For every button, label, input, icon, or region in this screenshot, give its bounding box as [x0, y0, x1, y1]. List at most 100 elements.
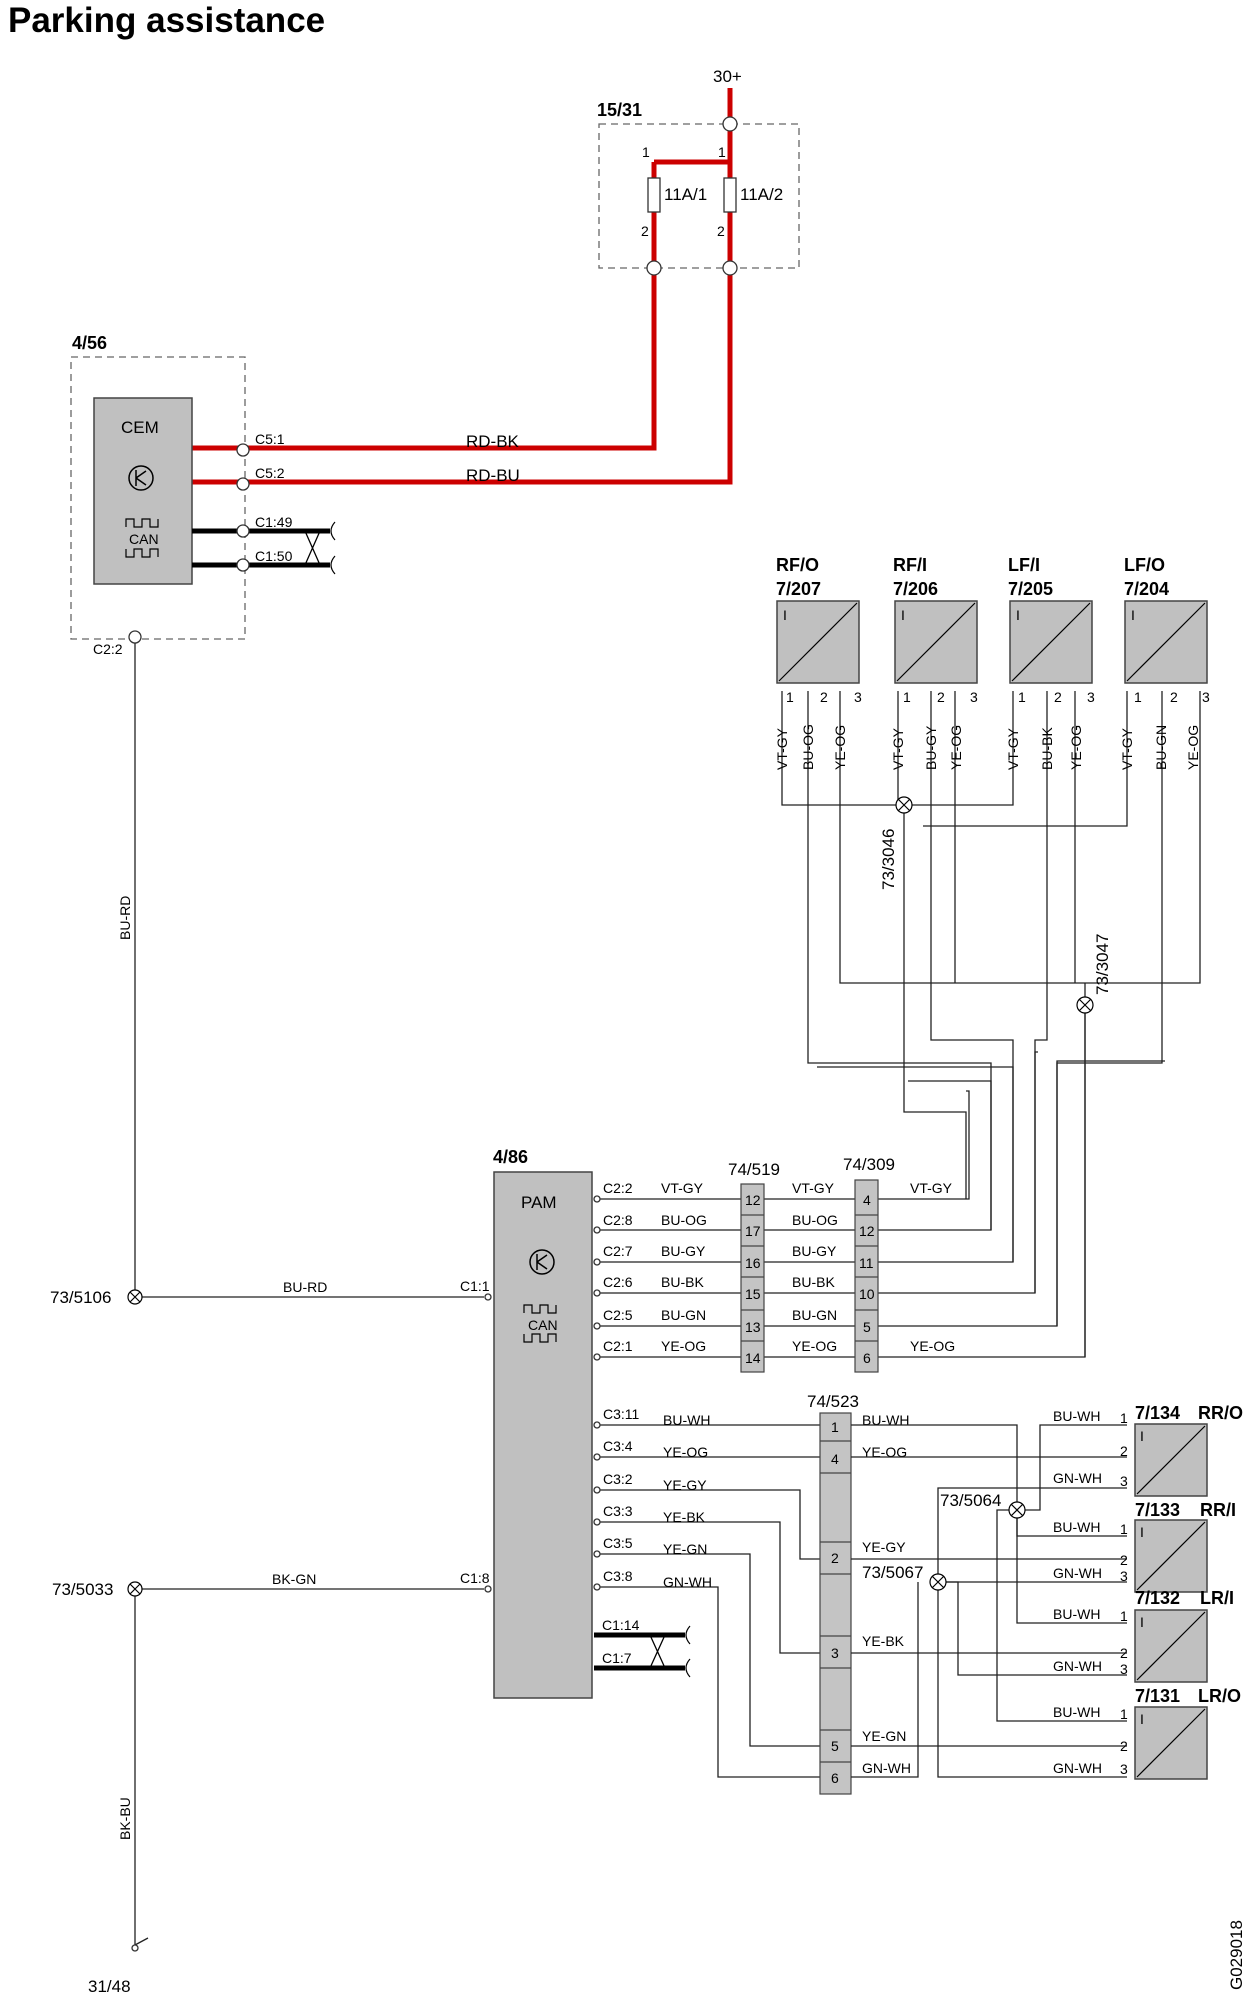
conn309-pin: 5	[863, 1319, 871, 1335]
splice-5106-cross	[129, 1291, 141, 1303]
conn309-out-label: VT-GY	[910, 1180, 953, 1196]
c3-wire-label: YE-OG	[663, 1444, 708, 1460]
pam-twisted-pair-icon	[649, 1634, 666, 1669]
cem-box	[93, 397, 193, 585]
pam-transistor-icon-glyph	[536, 1254, 548, 1270]
splice-3047: 73/3047	[1076, 934, 1112, 1014]
wire-bk-gn	[134, 1588, 484, 1947]
conn523-pin: 4	[831, 1451, 839, 1467]
pam-pin-c18-dot	[484, 1585, 492, 1593]
sensor-wire-label: BU-GY	[923, 725, 939, 770]
sensor-mark: I	[1131, 607, 1135, 623]
fuse-box: 30+ 15/31 11A/1 11A/2 1 1 2 2	[190, 67, 800, 485]
sensor-mark: I	[1016, 607, 1020, 623]
rear-buwh-133	[1016, 1510, 1127, 1537]
conn523-pin: 3	[831, 1645, 839, 1661]
cem-pin-c22-dot	[128, 630, 142, 644]
supply-line	[651, 88, 733, 180]
conn523-pin: 2	[831, 1550, 839, 1566]
c3-row-yegn	[598, 1553, 820, 1747]
connector-74-309: 74/309 4 12 11 10 5 6 VT-GY BU-OG BU-GY …	[792, 1155, 955, 1373]
wire-label-bk-gn: BK-GN	[272, 1571, 316, 1587]
sensor-7-206: RF/I 7/206 I 1 2 3 VT-GY BU-GY YE-OG	[890, 555, 978, 770]
splice-5064: 73/5064	[940, 1491, 1026, 1519]
conn523-wire-label: YE-BK	[862, 1633, 905, 1649]
sensor-wire-label: VT-GY	[890, 727, 906, 770]
fuse1-pin-bottom: 2	[641, 223, 649, 239]
page-title: Parking assistance	[8, 1, 325, 40]
c2-pin-label: C2:5	[603, 1307, 633, 1323]
splice-3046-label: 73/3046	[879, 829, 898, 890]
wire-label-rd-bk: RD-BK	[466, 432, 520, 451]
conn309-wire-label: BU-GN	[792, 1307, 837, 1323]
sensor-pin: 1	[1120, 1706, 1128, 1722]
conn309-body	[854, 1179, 879, 1373]
sensor-7-207: RF/O 7/207 I 1 2 3 VT-GY BU-OG YE-OG	[774, 555, 862, 770]
ground-terminal	[131, 1944, 139, 1952]
cem-id: 4/56	[72, 333, 107, 353]
conn309-pin: 12	[859, 1223, 875, 1239]
splice-3046-cross	[897, 798, 911, 812]
sensor-pin: 3	[1120, 1661, 1128, 1677]
splice-5033-label: 73/5033	[52, 1580, 113, 1599]
c2-wire-label: YE-OG	[661, 1338, 706, 1354]
front-net-vtgy-common	[903, 810, 967, 1199]
c2-wire-label: BU-GY	[661, 1243, 706, 1259]
c2-pin-label: C2:8	[603, 1212, 633, 1228]
conn519-pin: 14	[745, 1350, 761, 1366]
pam-pin-c114: C1:14	[602, 1617, 640, 1633]
cem-name: CEM	[121, 418, 159, 437]
fuse-box-id: 15/31	[597, 100, 642, 120]
rear-buwh-132	[1016, 1510, 1127, 1624]
sensor-pos: RR/O	[1198, 1403, 1243, 1423]
c2-pin-label: C2:6	[603, 1274, 633, 1290]
sensor-id: 7/204	[1124, 579, 1169, 599]
front-net-vtgy-4	[923, 691, 1128, 827]
c2-wire-label: BU-OG	[661, 1212, 707, 1228]
cem-pin-c22: C2:2	[93, 641, 123, 657]
fuse2-terminal	[722, 260, 738, 276]
pam-box	[493, 1171, 593, 1699]
fuse2-label: 11A/2	[740, 185, 783, 204]
conn519-pin: 15	[745, 1286, 761, 1302]
sensor-wire-label: BU-OG	[800, 724, 816, 770]
bus-continuation-icon	[330, 521, 336, 575]
c2-pins	[593, 1195, 601, 1361]
pam-pin-c11-dot	[484, 1293, 492, 1301]
sensor-wire-label: BU-WH	[1053, 1606, 1100, 1622]
cem-module: 4/56 CEM CAN C5:1 C5:2 C1:49 C1:50 RD-BK…	[70, 333, 520, 657]
c2-pin-label: C2:1	[603, 1338, 633, 1354]
fuse-box-outline	[598, 123, 800, 269]
sensor-diagonal	[896, 602, 976, 682]
sensor-wire-label: BU-WH	[1053, 1408, 1100, 1424]
cem-pin-c149-dot	[236, 524, 250, 538]
conn309-wire-label: YE-OG	[792, 1338, 837, 1354]
wire-label-bu-rd: BU-RD	[283, 1279, 327, 1295]
sensor-diagonal	[1136, 1611, 1206, 1681]
sensor-wire-label: YE-OG	[1068, 725, 1084, 770]
conn523-dividers	[820, 1440, 851, 1763]
wire-rd-bu	[190, 212, 733, 485]
conn523-wire-label: YE-OG	[862, 1444, 907, 1460]
sensor-diagonal	[1136, 1521, 1206, 1591]
sensor-mark: I	[1140, 1711, 1144, 1727]
splice-5033: 73/5033	[52, 1580, 143, 1599]
c3-pin-dot	[593, 1453, 601, 1461]
sensor-wire-label: VT-GY	[1005, 727, 1021, 770]
conn519-pin: 12	[745, 1192, 761, 1208]
can-bus-pam	[594, 1632, 685, 1671]
cem-can-label: CAN	[129, 531, 159, 547]
sensor-7-204: LF/O 7/204 I 1 2 3 VT-GY BU-GN YE-OG	[1119, 555, 1210, 770]
c3-pin-label: C3:8	[603, 1568, 633, 1584]
sensor-pin: 3	[1087, 689, 1095, 705]
sensor-wire-label: VT-GY	[774, 727, 790, 770]
sensor-mark: I	[783, 607, 787, 623]
sensor-pin: 2	[1120, 1552, 1128, 1568]
conn519-pin: 13	[745, 1319, 761, 1335]
front-net-yeog-b	[954, 691, 1086, 1357]
front-net-vtgy-1	[781, 691, 904, 806]
sensor-diagonal	[1136, 1708, 1206, 1778]
sensor-pin: 2	[1054, 689, 1062, 705]
rear-gnwh-trunk	[851, 1582, 919, 1778]
